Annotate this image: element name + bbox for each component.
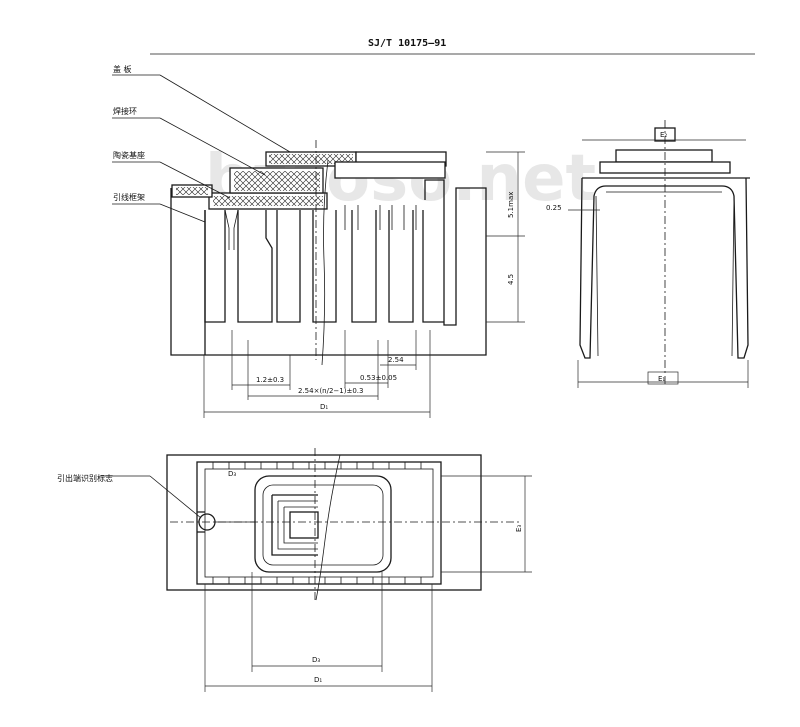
dim-plan-cavity-tag: D₃ [228, 470, 236, 478]
side-view: E₂ 0.25 E₁ [546, 120, 750, 388]
dim-top-width: E₂ [660, 131, 667, 139]
dim-height-max: 5.1max [507, 192, 515, 218]
dim-plan-cavity: D₃ [312, 656, 320, 664]
dim-plan-width: E₃ [515, 525, 523, 532]
dim-lead-pitch: 2.54 [388, 356, 404, 364]
label-cover-plate: 盖 板 [113, 64, 132, 74]
plan-cavity [254, 475, 392, 573]
dim-lead-end: 1.2±0.3 [256, 376, 284, 384]
label-pin1-mark: 引出端识别标志 [57, 473, 113, 483]
lead-6 [388, 210, 414, 323]
lead-2 [237, 210, 273, 323]
standard-number: SJ/T 10175—91 [368, 38, 446, 49]
dim-lead-length: 4.5 [507, 274, 515, 285]
front-dimensions: 5.1max 4.5 2.54 0.53±0.05 1.2±0.3 2.54×(… [203, 151, 525, 418]
dim-lead-thickness: 0.25 [546, 204, 562, 212]
break-line [321, 159, 329, 366]
callouts: 盖 板 焊接环 陶瓷基座 引线框架 [112, 64, 291, 223]
label-ceramic-base: 陶瓷基座 [113, 150, 145, 160]
plan-outline [166, 454, 482, 591]
lead-frame-body [170, 179, 487, 356]
dim-pitch-span: 2.54×(n/2−1)±0.3 [298, 387, 363, 395]
lead-5 [351, 210, 377, 323]
label-lead-frame: 引线框架 [113, 192, 145, 202]
lead-1 [204, 210, 226, 323]
dim-bottom-width: E₁ [658, 375, 665, 383]
side-leads [579, 177, 749, 359]
dim-body-length: D₁ [320, 403, 328, 411]
front-view [170, 140, 487, 366]
lead-3 [276, 210, 301, 323]
plan-view: 引出端识别标志 D₃ E₃ D₃ D₁ [57, 448, 532, 692]
dim-lead-width: 0.53±0.05 [360, 374, 397, 382]
label-solder-ring: 焊接环 [113, 106, 137, 116]
dim-plan-length: D₁ [314, 676, 322, 684]
lead-7 [422, 210, 444, 323]
